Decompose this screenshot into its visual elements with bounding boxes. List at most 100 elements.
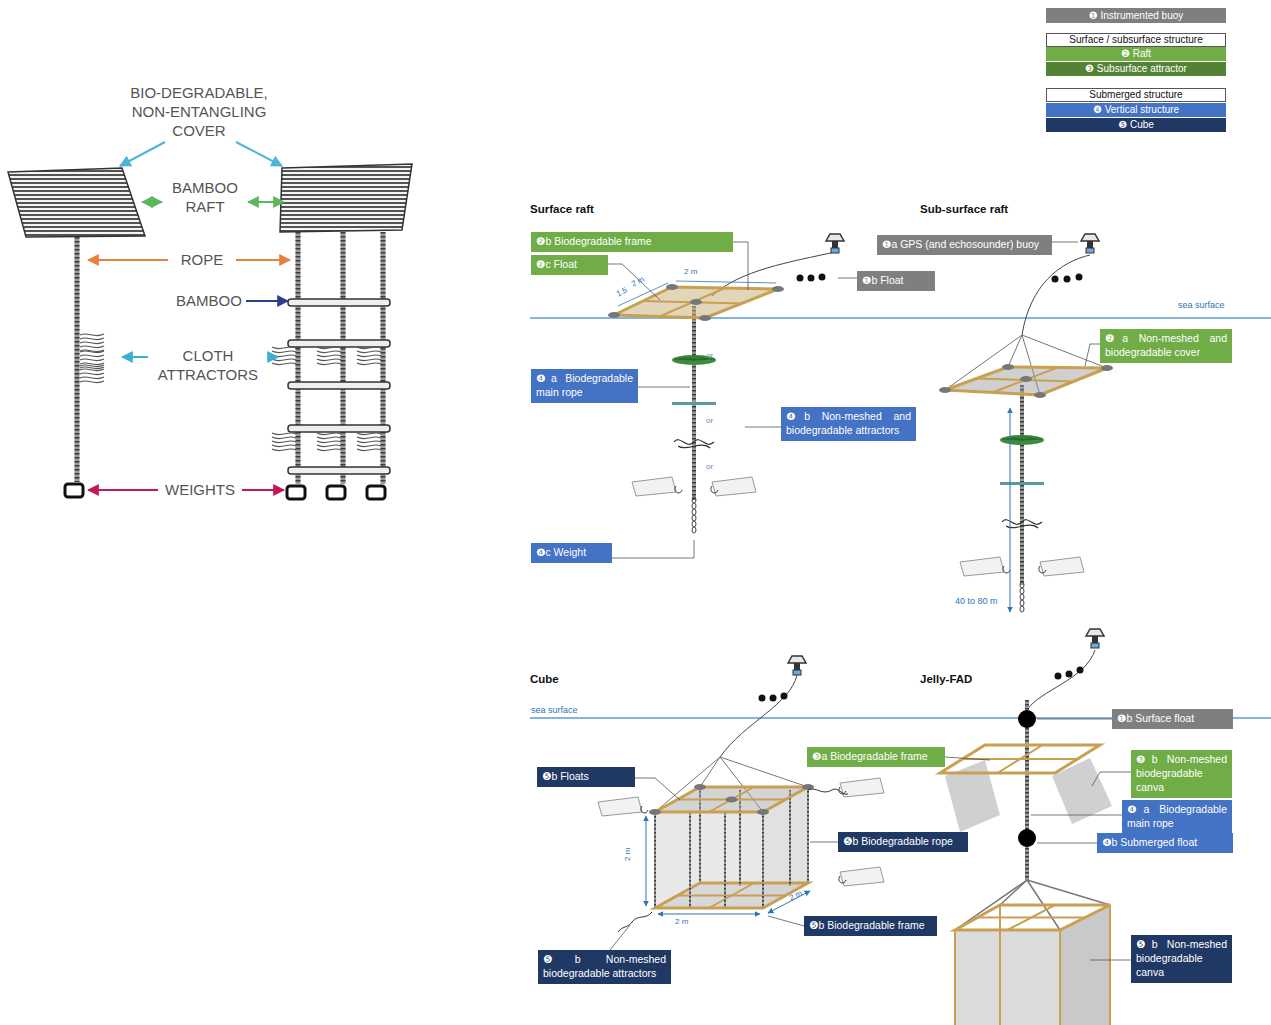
- chain-link: [692, 509, 696, 515]
- callout-box: ❺b Non-meshed biodegradable canva: [1131, 935, 1232, 983]
- cloth-strip: [357, 445, 381, 447]
- callout-text: ❺b Biodegradable frame: [809, 918, 932, 932]
- callout-box: ❶a GPS (and echosounder) buoy: [877, 235, 1052, 255]
- canvas-sheet: [598, 797, 642, 816]
- leader-line: [768, 916, 804, 926]
- canva-panel: [945, 760, 1000, 832]
- pointer-arrow: [248, 201, 284, 203]
- rope-twist: [296, 232, 301, 484]
- cloth-strip: [357, 359, 381, 361]
- annotation-label: sea surface: [1178, 300, 1248, 311]
- rope-twist: [762, 812, 764, 908]
- callout-text: ❸a Biodegradable frame: [812, 749, 940, 763]
- cloth-strip: [80, 355, 104, 357]
- chain-link: [692, 503, 696, 509]
- leader-line: [638, 387, 690, 388]
- pointer-arrow: [122, 356, 148, 358]
- legend-swatch: ❸ Subsurface attractor: [1046, 62, 1226, 76]
- frame: [940, 745, 1100, 773]
- cloth-strip: [80, 367, 104, 369]
- cloth-strip: [317, 347, 341, 349]
- float: [772, 286, 784, 292]
- callout-text: ❹a Biodegradable main rope: [536, 371, 633, 399]
- float: [690, 299, 702, 305]
- cloth-strip: [272, 351, 296, 353]
- annotation-label: 2 m: [630, 269, 658, 289]
- chain-link: [1020, 594, 1024, 600]
- canvas-sheet: [840, 867, 884, 886]
- legend-swatch: Surface / subsurface structure: [1046, 33, 1226, 47]
- leader-line: [612, 540, 694, 558]
- pointer-arrow: [120, 142, 165, 166]
- float: [649, 809, 661, 815]
- pointer-arrow: [236, 142, 282, 166]
- float-dot: [759, 695, 766, 702]
- sheet-tie: [675, 486, 682, 493]
- strip-attractor: [1000, 482, 1044, 485]
- callout-box: ❹b Submerged float: [1097, 833, 1233, 853]
- cloth-strip: [80, 377, 104, 379]
- rope-twist: [654, 812, 656, 908]
- cloth-strip: [357, 441, 381, 443]
- cloth-strip: [272, 433, 296, 435]
- callout-box: ❷a Non-meshed and biodegradable cover: [1100, 329, 1232, 363]
- buoy-line: [1027, 650, 1095, 710]
- legend-text: Submerged structure: [1089, 89, 1182, 100]
- subsurface-raft: [939, 234, 1113, 612]
- cloth-strip: [317, 363, 341, 365]
- buoy-head: [788, 656, 806, 663]
- sheet-tie: [641, 806, 648, 813]
- buoy-head: [826, 234, 844, 241]
- rope-attractor: [1002, 520, 1042, 528]
- cloth-strip: [357, 437, 381, 439]
- legend-text: ❹ Vertical structure: [1093, 104, 1179, 115]
- leader-line: [733, 242, 748, 290]
- rope-twist: [789, 790, 791, 886]
- callout-text: ❺b Non-meshed biodegradable attractors: [543, 952, 666, 980]
- float-dot: [1077, 667, 1084, 674]
- chain-link: [692, 497, 696, 503]
- float: [1018, 829, 1036, 847]
- float-dot: [1066, 671, 1073, 678]
- cloth-strip: [80, 369, 104, 371]
- sheet-tie: [839, 876, 846, 883]
- cube-edge: [1059, 930, 1061, 1025]
- cloth-strip: [357, 363, 381, 365]
- cloth-strip: [317, 445, 341, 447]
- annotation-label: 2 m: [675, 917, 705, 927]
- float-dot: [797, 275, 804, 282]
- frame-bar: [660, 288, 726, 317]
- sea-surface: [530, 318, 1271, 718]
- buoy-line: [1022, 255, 1090, 335]
- rope-twist: [689, 812, 691, 908]
- chain-link: [692, 515, 696, 521]
- cloth-strip: [357, 351, 381, 353]
- cloth-strip: [317, 441, 341, 443]
- leader-line: [635, 778, 680, 800]
- buoy-body: [1092, 636, 1098, 643]
- callout-box: ❹c Weight: [531, 543, 612, 563]
- leader-line: [1037, 719, 1112, 720]
- cloth-strip: [80, 346, 104, 348]
- legend-text: ❺ Cube: [1118, 119, 1154, 130]
- callout-text: ❺b Biodegradable rope: [843, 834, 963, 848]
- rope: [724, 812, 726, 908]
- cloth-strip: [317, 359, 341, 361]
- bamboo-bar: [288, 340, 390, 347]
- cloth-strip: [272, 363, 296, 365]
- cloth-strip: [317, 351, 341, 353]
- callout-text: ❺b Floats: [542, 769, 630, 783]
- cloth-strip: [317, 355, 341, 357]
- jelly-fad: [940, 629, 1112, 1025]
- bamboo-fad-sketch: [8, 142, 412, 499]
- part-label: BAMBOO RAFT: [160, 179, 250, 217]
- float: [694, 784, 706, 790]
- cloth-strip: [80, 363, 104, 365]
- legend-text: ❸ Subsurface attractor: [1085, 63, 1187, 74]
- float-dot: [1076, 274, 1083, 281]
- weight: [65, 484, 83, 497]
- annotation-label: or: [706, 416, 726, 426]
- cloth-strip: [272, 445, 296, 447]
- chain-link: [1020, 588, 1024, 594]
